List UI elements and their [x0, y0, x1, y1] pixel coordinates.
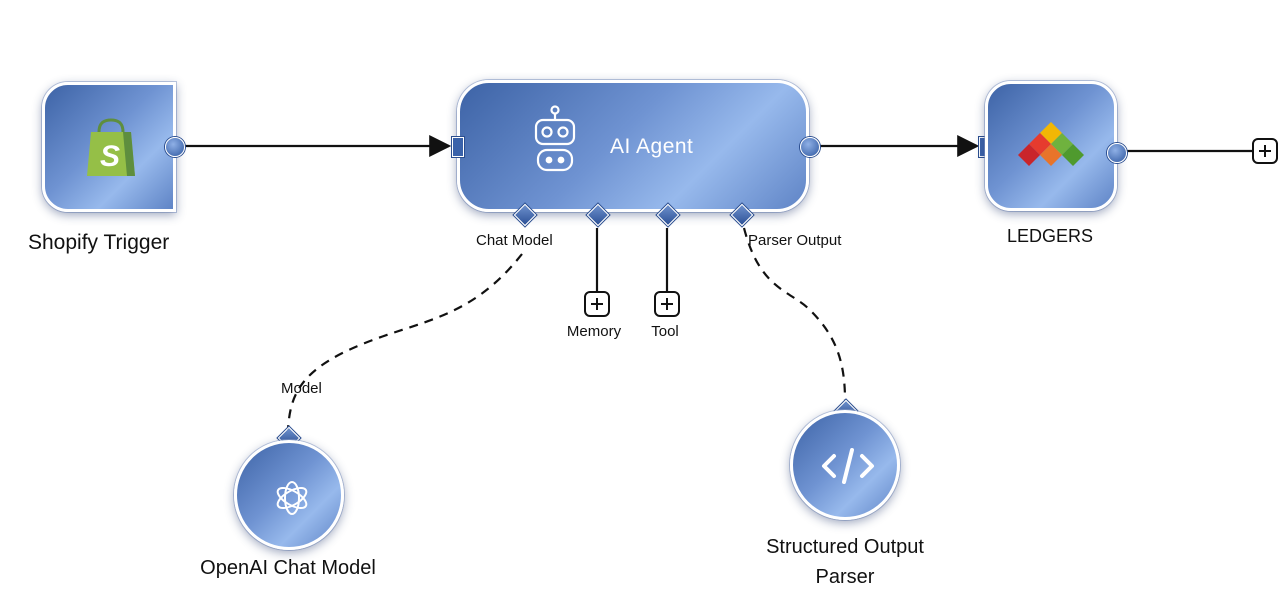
chat-model-port-label: Chat Model — [476, 232, 553, 249]
ai-agent-output-port[interactable] — [800, 137, 820, 157]
shopify-bag-icon: S — [85, 118, 137, 183]
structured-output-parser-node[interactable] — [790, 410, 900, 520]
add-memory-button[interactable] — [584, 291, 610, 317]
memory-label: Memory — [566, 323, 622, 340]
add-next-node-button[interactable] — [1252, 138, 1278, 164]
structured-output-parser-label-line1: Structured Output — [766, 536, 924, 558]
ai-agent-node[interactable]: AI Agent — [457, 80, 809, 212]
ledgers-output-port[interactable] — [1107, 143, 1127, 163]
ai-agent-input-port[interactable] — [452, 137, 464, 157]
ledgers-label: LEDGERS — [1006, 226, 1094, 246]
openai-chat-model-label: OpenAI Chat Model — [200, 557, 376, 579]
tool-label: Tool — [651, 323, 679, 340]
ai-agent-title: AI Agent — [610, 135, 694, 158]
shopify-trigger-node[interactable]: S — [42, 82, 176, 212]
shopify-trigger-label: Shopify Trigger — [28, 231, 170, 254]
structured-output-parser-label-line2: Parser — [815, 566, 875, 588]
model-port-label: Model — [281, 380, 322, 397]
robot-icon — [530, 105, 580, 180]
add-tool-button[interactable] — [654, 291, 680, 317]
edge-parser-output-to-parser[interactable] — [742, 227, 847, 401]
shopify-trigger-output-port[interactable] — [165, 137, 185, 157]
parser-output-port-label: Parser Output — [748, 232, 842, 249]
openai-logo-icon — [271, 477, 313, 524]
edge-chat-model-to-openai[interactable] — [286, 253, 523, 431]
plus-icon — [591, 298, 603, 310]
openai-chat-model-node[interactable] — [234, 440, 344, 550]
plus-icon — [661, 298, 673, 310]
code-icon — [820, 446, 876, 491]
plus-icon — [1259, 145, 1271, 157]
ledgers-logo-icon — [1018, 120, 1084, 177]
svg-text:S: S — [100, 140, 120, 173]
ledgers-node[interactable] — [985, 81, 1117, 211]
